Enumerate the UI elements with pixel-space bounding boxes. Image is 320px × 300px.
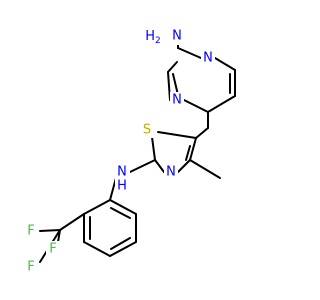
bond-26 [83,199,111,215]
atom-labels: H2 N N N S N N H [24,27,215,275]
molecule-structure: H2 N N N S N N H [24,27,236,275]
amine-top-h-label: H2 [145,29,161,46]
svg-text:F: F [49,242,56,257]
amine-top-n-label: N [172,29,182,44]
bond-28 [110,237,131,250]
bond-4 [207,95,236,113]
bond-9 [172,73,179,96]
bond-7 [167,61,178,73]
nh-linker: N H [115,165,130,194]
fluorine-1: F [24,223,38,239]
fluorine-3: F [24,259,38,275]
bond-23 [109,241,137,257]
bond-16 [151,136,156,161]
bond-30 [59,213,85,231]
bond-5 [183,99,209,113]
fluorine-2: F [46,241,60,257]
bond-13 [189,137,197,161]
bond-2 [214,57,236,71]
bond-11 [195,127,209,139]
bond-14 [177,159,191,173]
svg-text:N: N [117,165,127,180]
svg-text:S: S [143,123,151,138]
bond-12 [157,131,197,139]
bond-1 [177,47,202,59]
svg-text:F: F [27,260,34,275]
bond-lines [39,34,236,263]
svg-text:F: F [27,224,34,239]
bond-27 [110,207,131,219]
svg-text:N: N [166,165,176,180]
svg-text:N: N [172,93,182,108]
pyrimidine-n1: N [201,50,215,66]
svg-text:N: N [203,51,213,66]
bond-18 [189,159,221,179]
bond-19 [129,159,156,173]
bond-17 [185,145,191,161]
svg-text:H: H [117,179,127,194]
pyrimidine-n3: N [170,92,184,108]
bond-21 [109,199,137,215]
bond-6 [167,71,171,101]
bond-24 [83,241,111,257]
amine-group-top: H2 N [144,27,186,46]
thiazole-nitrogen: N [164,164,178,180]
bond-15 [154,159,165,173]
bond-31 [39,229,61,232]
thiazole-sulfur: S [140,122,154,138]
